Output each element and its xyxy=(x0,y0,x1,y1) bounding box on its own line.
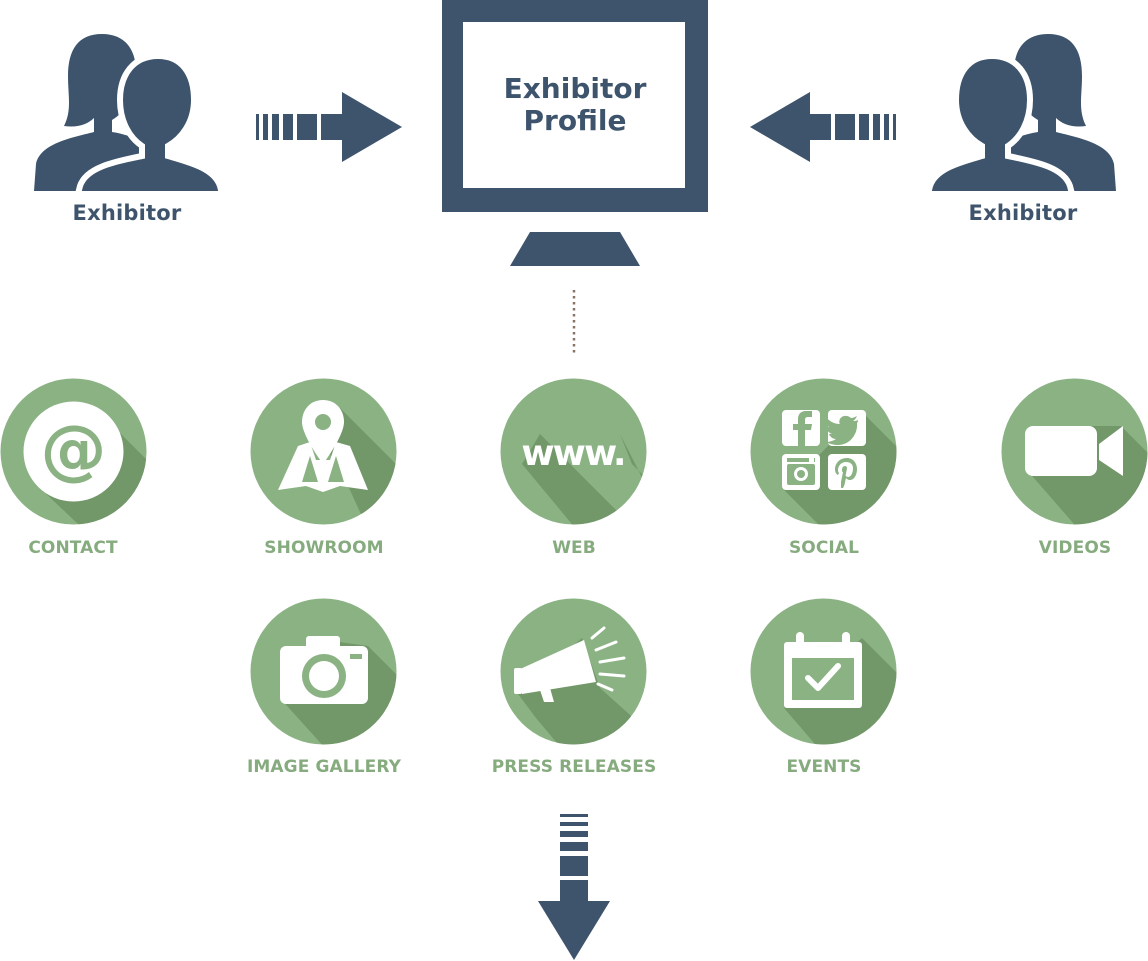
feature-label-press-releases: PRESS RELEASES xyxy=(491,757,657,777)
map-pin-icon xyxy=(250,378,397,525)
monitor-title-line1: Exhibitor xyxy=(503,72,647,105)
dotted-connector-line xyxy=(572,290,576,356)
feature-label-social: SOCIAL xyxy=(788,538,860,558)
at-sign-icon: @ xyxy=(0,378,147,525)
megaphone-icon xyxy=(500,598,647,745)
monitor-icon xyxy=(442,0,708,266)
video-camera-icon xyxy=(1001,378,1148,525)
arrow-right-icon xyxy=(256,92,402,162)
svg-text:@: @ xyxy=(41,411,107,488)
svg-text:www.: www. xyxy=(521,433,624,474)
feature-label-web: WEB xyxy=(552,538,596,558)
www-icon: www. xyxy=(500,378,647,525)
arrow-left-icon xyxy=(750,92,896,162)
feature-label-events: EVENTS xyxy=(786,757,862,777)
exhibitor-label-left: Exhibitor xyxy=(72,201,182,225)
feature-label-showroom: SHOWROOM xyxy=(264,538,384,558)
calendar-icon xyxy=(750,598,897,745)
exhibitor-label-right: Exhibitor xyxy=(968,201,1078,225)
feature-label-videos: VIDEOS xyxy=(1038,538,1112,558)
monitor-title: Exhibitor Profile xyxy=(464,73,686,137)
feature-label-contact: CONTACT xyxy=(28,538,118,558)
social-media-icon xyxy=(750,378,897,525)
camera-icon xyxy=(250,598,397,745)
monitor-title-line2: Profile xyxy=(523,104,627,137)
arrow-down-icon xyxy=(538,814,610,960)
people-icon-right xyxy=(925,34,1116,193)
people-icon-left xyxy=(34,34,225,193)
feature-label-image-gallery: IMAGE GALLERY xyxy=(246,757,402,777)
